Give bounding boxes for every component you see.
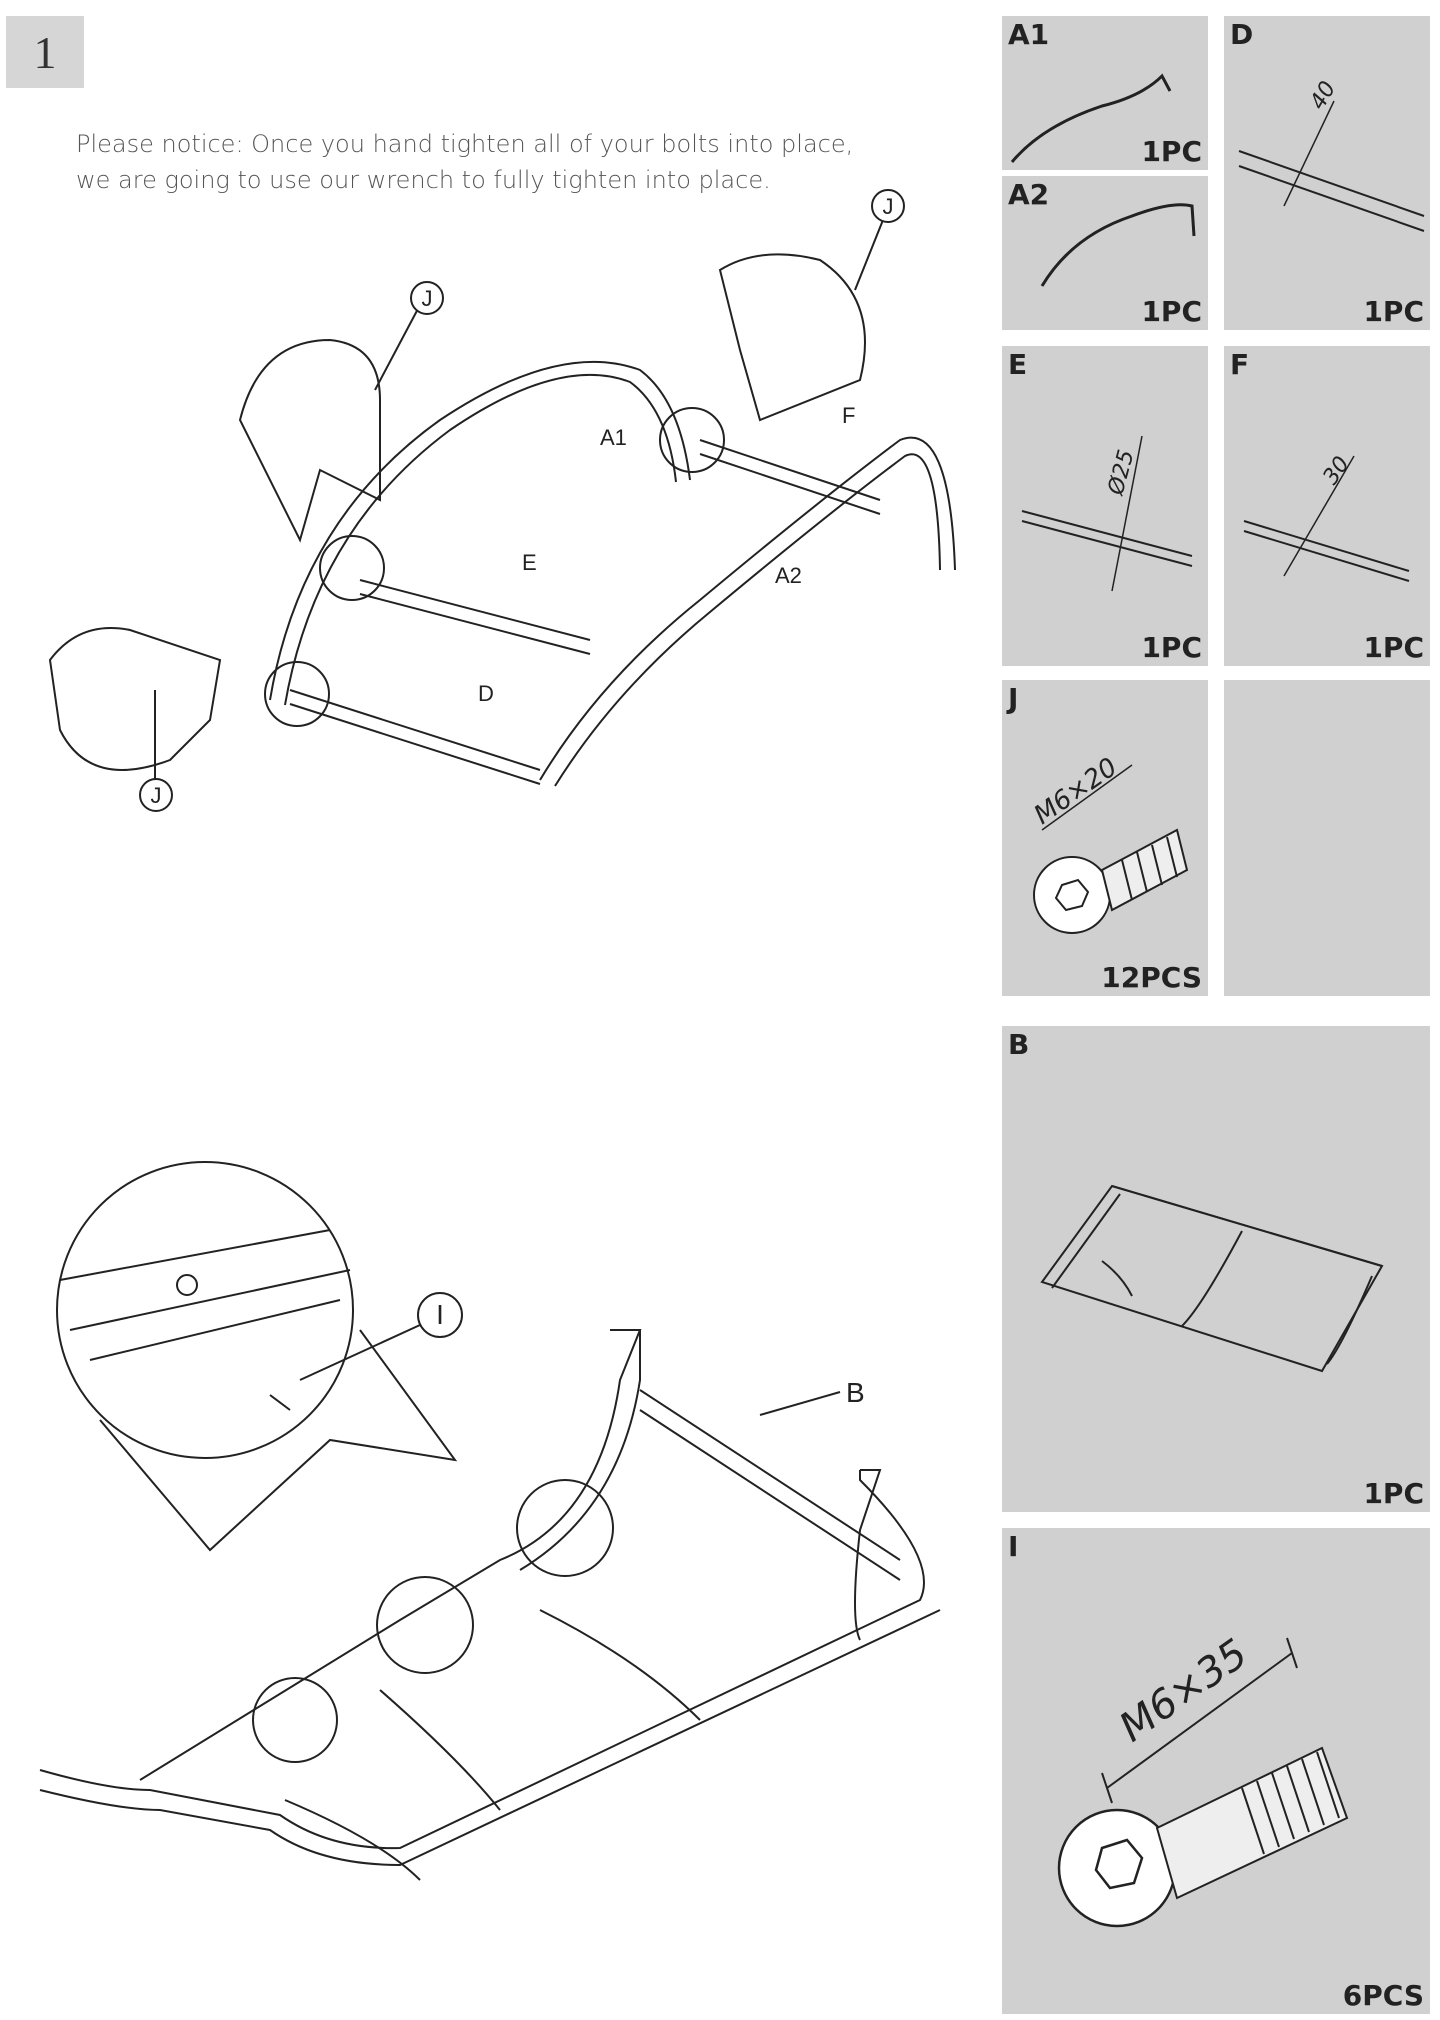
part-b-drawing: [39, 1470, 925, 1850]
label-f: F: [842, 403, 855, 428]
empty-panel: [1224, 680, 1430, 996]
step-number: 1: [6, 16, 84, 88]
part-a2-drawing: [539, 436, 956, 781]
part-a2-icon: [1040, 203, 1196, 287]
part-qty: 1PC: [1363, 1477, 1424, 1510]
part-qty: 6PCS: [1342, 1979, 1424, 2012]
label-e: E: [522, 550, 537, 575]
part-panel-b: B 1PC: [1002, 1026, 1430, 1512]
part-b-icon: [1040, 1184, 1384, 1373]
part-a1-icon: [1010, 73, 1172, 163]
part-panel-a1: A1 1PC: [1002, 16, 1208, 170]
label-i: I: [436, 1299, 444, 1330]
part-panel-i: I M6×35 6PCS: [1002, 1528, 1430, 2014]
part-e-icon: Ø25: [1021, 435, 1193, 592]
part-id: A2: [1008, 178, 1050, 211]
part-panel-a2: A2 1PC: [1002, 176, 1208, 330]
assembly-diagram-frame: J J J A1 A2 E F D: [48, 189, 956, 812]
label-d: D: [478, 681, 494, 706]
dimension: 30: [1318, 452, 1355, 489]
part-qty: 12PCS: [1101, 961, 1202, 994]
part-qty: 1PC: [1141, 631, 1202, 664]
part-id: A1: [1008, 18, 1050, 51]
part-id: D: [1230, 18, 1254, 51]
part-a1-drawing: [269, 360, 691, 701]
part-panel-j: J M6×20 12PCS: [1002, 680, 1208, 996]
part-qty: 1PC: [1363, 295, 1424, 328]
part-qty: 1PC: [1141, 295, 1202, 328]
part-id: F: [1230, 348, 1250, 381]
part-qty: 1PC: [1141, 135, 1202, 168]
part-id: B: [1008, 1028, 1030, 1061]
label-j-top: J: [422, 286, 433, 311]
part-panel-d: D 40 1PC: [1224, 16, 1430, 330]
part-panel-e: E Ø25 1PC: [1002, 346, 1208, 666]
part-panel-f: F 30 1PC: [1224, 346, 1430, 666]
dimension: Ø25: [1103, 447, 1139, 498]
part-id: E: [1008, 348, 1028, 381]
label-b: B: [846, 1377, 865, 1408]
part-id: J: [1008, 682, 1019, 715]
dimension: M6×20: [1029, 752, 1123, 830]
part-qty: 1PC: [1363, 631, 1424, 664]
part-f-drawing: [699, 439, 881, 515]
assembly-diagram-seat: I B: [39, 1161, 941, 1881]
notice-text: Please notice: Once you hand tighten all…: [76, 126, 956, 198]
part-id: I: [1008, 1530, 1019, 1563]
part-f-icon: 30: [1243, 452, 1410, 582]
part-j-icon: M6×20: [1029, 752, 1189, 934]
label-j-mid: J: [883, 194, 894, 219]
dimension: 40: [1306, 77, 1342, 114]
part-e-drawing: [359, 579, 591, 655]
label-j-left: J: [151, 783, 162, 808]
notice-line-1: Please notice: Once you hand tighten all…: [76, 130, 854, 158]
label-a2: A2: [775, 563, 802, 588]
notice-line-2: we are going to use our wrench to fully …: [76, 166, 771, 194]
part-i-icon: M6×35: [1057, 1631, 1349, 1928]
part-d-icon: 40: [1238, 77, 1425, 232]
label-a1: A1: [600, 425, 627, 450]
part-d-drawing: [289, 689, 541, 785]
